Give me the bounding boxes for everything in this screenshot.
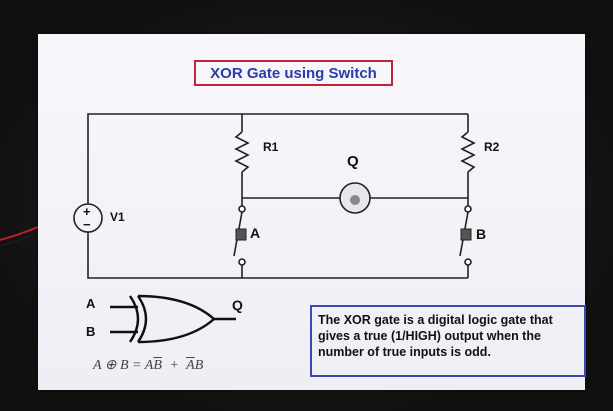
circuit-diagram [73,113,476,344]
switch-b-bottom-terminal [464,258,472,266]
r1-label: R1 [263,140,279,154]
bottom-wire [87,245,468,279]
gate-input-a-label: A [86,296,96,311]
switch-a-label: A [250,225,261,241]
switch-b-top-terminal [464,205,472,213]
r2-label: R2 [484,140,500,154]
bulb-q-label: Q [347,153,359,170]
switch-a-button [235,228,247,241]
title-box: XOR Gate using Switch [194,60,393,86]
xor-formula: A ⊕ B = AB + AB [93,358,204,373]
top-wire [87,113,468,245]
resistor-r2 [460,131,476,173]
description-text: The XOR gate is a digital logic gate tha… [318,313,553,359]
bulb-center [350,195,360,205]
switch-b-button [460,228,472,241]
poster-card: XOR Gate using Switch [38,34,586,390]
switch-a-top-terminal [238,205,246,213]
plus-sign: + [83,204,91,219]
v1-label: V1 [110,210,125,224]
poster-title: XOR Gate using Switch [210,64,377,82]
resistor-r1 [234,131,250,173]
switch-a-bottom-terminal [238,258,246,266]
minus-sign: − [83,217,91,232]
gate-input-b-label: B [86,324,96,339]
gate-output-q-label: Q [232,297,243,313]
switch-b-label: B [476,226,487,242]
description-box: The XOR gate is a digital logic gate tha… [310,305,586,377]
xor-gate-symbol [110,294,236,344]
voltage-source-v1 [73,203,103,233]
